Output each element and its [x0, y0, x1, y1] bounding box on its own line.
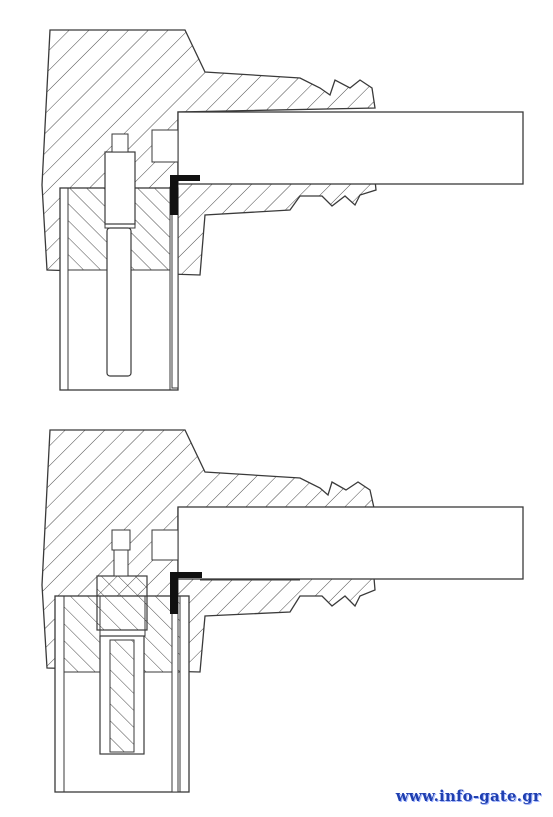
lower-gasket	[170, 572, 178, 614]
upper-section-view	[41, 29, 524, 391]
upper-pin	[104, 151, 136, 225]
upper-gasket	[170, 175, 178, 215]
lower-pin-head	[96, 575, 148, 631]
lower-shaft	[177, 506, 524, 580]
watermark-text: www.info-gate.gr	[395, 787, 541, 805]
upper-shaft	[177, 111, 524, 185]
lower-section-view	[41, 429, 524, 793]
